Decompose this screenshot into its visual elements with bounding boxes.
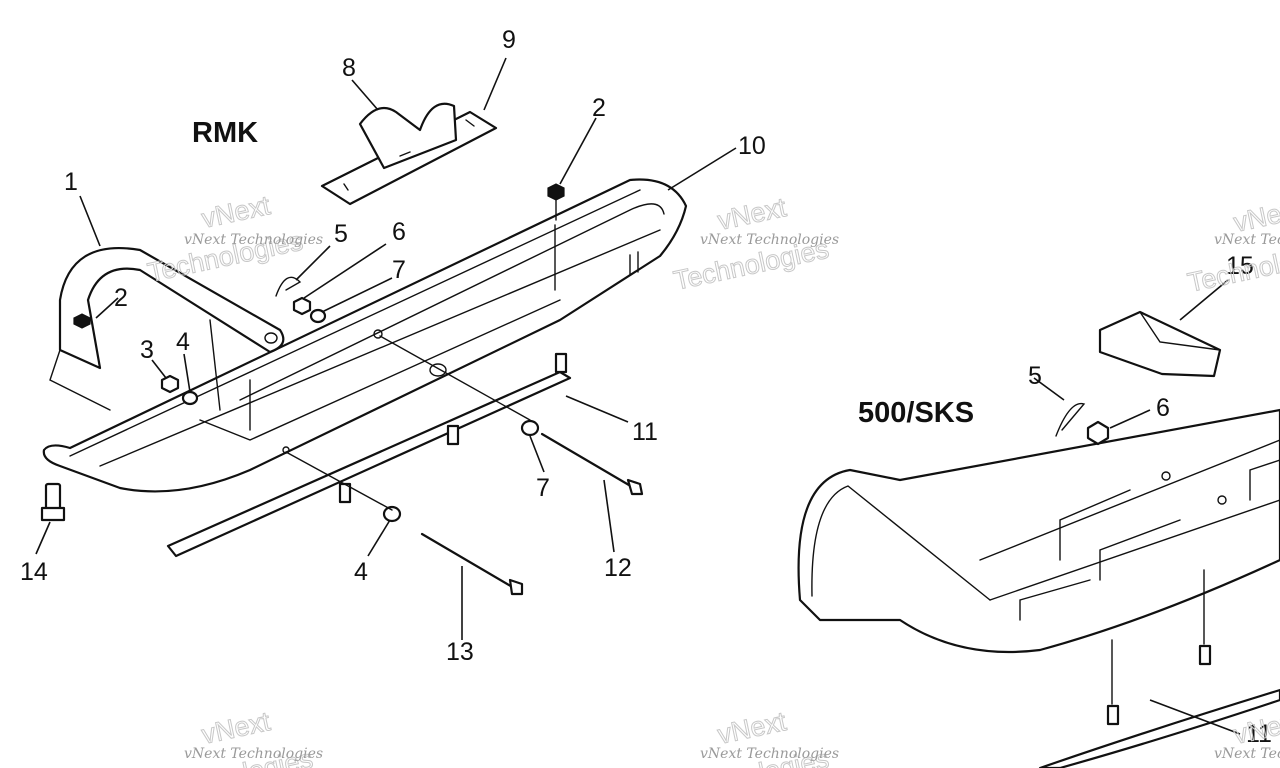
- cotter-pin-5: [275, 276, 302, 297]
- cotter-pin-5-sks: [1055, 402, 1086, 437]
- callouts: 1 2 2 3 4 4 5 6 7 7 8 9 10 11 12 13 14 5…: [20, 26, 1272, 748]
- callout-11: 11: [632, 418, 658, 446]
- callout-9: 9: [502, 26, 516, 54]
- callout-2-left: 2: [114, 284, 128, 312]
- washer-7-lower: [520, 419, 540, 437]
- callout-12: 12: [604, 554, 632, 582]
- saddle-pad-8: [358, 102, 458, 170]
- callout-2-top: 2: [592, 94, 606, 122]
- nut-6-sks: [1086, 420, 1110, 446]
- svg-text:vNext Technologies: vNext Technologies: [184, 746, 323, 762]
- wear-bar-rmk: [166, 370, 572, 558]
- svg-text:vNext: vNext: [715, 706, 789, 750]
- callout-3: 3: [140, 336, 154, 364]
- stud-sks-2: [1198, 644, 1212, 666]
- sks-ski-assembly: [797, 310, 1280, 768]
- svg-text:vNext Technologies: vNext Technologies: [1214, 746, 1280, 762]
- watermark-3: vNext Technologies vNext Technologies: [1185, 194, 1280, 299]
- washer-4-upper: [181, 390, 199, 406]
- watermark-5: vNext Technologies vNext Technologies: [671, 706, 840, 768]
- ski-body-sks: [797, 408, 1280, 654]
- svg-text:vNext Technologies: vNext Technologies: [700, 746, 839, 762]
- saddle-15: [1098, 310, 1222, 378]
- bolt-13: [420, 532, 524, 596]
- washer-7-upper: [309, 308, 327, 324]
- callout-5: 5: [334, 220, 348, 248]
- callout-15: 15: [1226, 252, 1254, 280]
- callout-10: 10: [738, 132, 766, 160]
- ski-loop-rmk: [58, 246, 285, 370]
- watermark-1: vNext Technologies vNext Technologies: [145, 190, 324, 289]
- callout-14: 14: [20, 558, 48, 586]
- stud-sks-1: [1106, 704, 1120, 726]
- callout-6: 6: [392, 218, 406, 246]
- title-500-sks: 500/SKS: [858, 397, 974, 429]
- svg-text:vNext Technologies: vNext Technologies: [184, 232, 323, 248]
- stud-14: [40, 482, 66, 522]
- svg-text:vNext: vNext: [199, 190, 273, 234]
- title-rmk: RMK: [192, 117, 258, 149]
- nut-6: [292, 296, 312, 316]
- ski-body-rmk: [42, 178, 688, 493]
- watermark-4: vNext Technologies vNext Technologies: [155, 706, 324, 768]
- nut-3: [160, 374, 180, 394]
- callout-5-sks: 5: [1028, 362, 1042, 390]
- rmk-ski-assembly: [40, 102, 688, 596]
- leader-lines: [35, 57, 1241, 735]
- svg-text:vNext: vNext: [715, 192, 789, 236]
- washer-4-lower: [382, 505, 402, 523]
- callout-1: 1: [64, 168, 78, 196]
- callout-8: 8: [342, 54, 356, 82]
- callout-6-sks: 6: [1156, 394, 1170, 422]
- watermark-2: vNext Technologies vNext Technologies: [671, 192, 840, 297]
- callout-4-lower: 4: [354, 558, 368, 586]
- nut-2-top: [547, 183, 565, 221]
- callout-7-lower: 7: [536, 474, 550, 502]
- callout-11-sks: 11: [1246, 720, 1272, 748]
- svg-text:vNext Technologies: vNext Technologies: [700, 232, 839, 248]
- svg-text:vNext: vNext: [199, 706, 273, 750]
- callout-4-upper: 4: [176, 328, 190, 356]
- callout-13: 13: [446, 638, 474, 666]
- wear-bar-studs: [338, 352, 568, 504]
- callout-7-upper: 7: [392, 256, 406, 284]
- svg-text:vNext Technologies: vNext Technologies: [1214, 232, 1280, 248]
- nut-2-left: [73, 313, 91, 329]
- bolt-12: [540, 432, 644, 496]
- wear-bar-sks: [1038, 688, 1280, 768]
